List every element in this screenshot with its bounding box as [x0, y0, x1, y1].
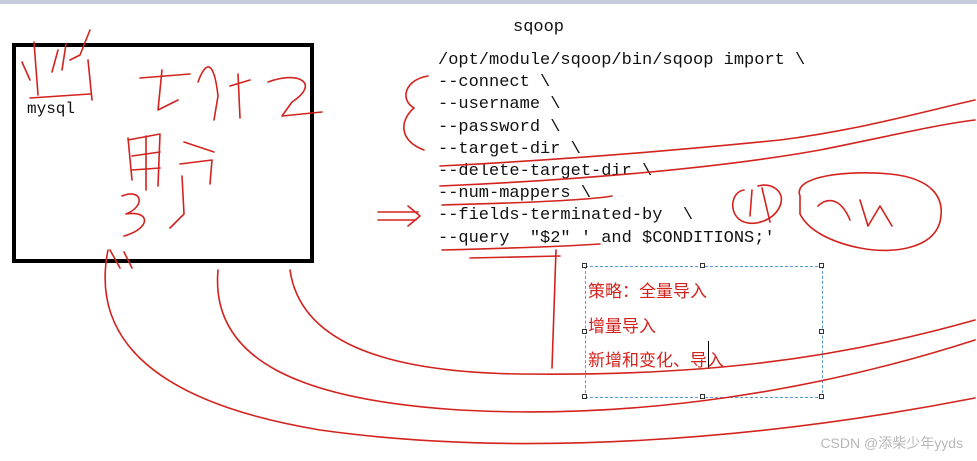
text-caret	[708, 341, 709, 369]
resize-handle-top-right[interactable]	[819, 263, 824, 268]
code-line-import: /opt/module/sqoop/bin/sqoop import \	[438, 51, 806, 70]
scribble-duo	[109, 193, 146, 269]
window-top-strip	[0, 0, 977, 4]
scribble-circle-left	[731, 184, 783, 224]
page-title: sqoop	[513, 18, 565, 37]
resize-handle-left[interactable]	[582, 329, 587, 334]
resize-handle-right[interactable]	[819, 329, 824, 334]
resize-handle-bottom-left[interactable]	[582, 394, 587, 399]
watermark: CSDN @添柴少年yyds	[820, 435, 963, 451]
code-line-password: --password \	[438, 117, 561, 137]
strategy-full-import: 策略：全量导入	[588, 282, 707, 301]
code-line-delete-target-dir: --delete-target-dir \	[438, 162, 653, 182]
mysql-source-box[interactable]	[12, 43, 314, 263]
strategy-incremental-import: 增量导入	[588, 317, 656, 336]
flow-line-outer	[104, 249, 976, 445]
underline-query	[441, 243, 601, 259]
bracket-mark	[403, 75, 429, 151]
resize-handle-bottom[interactable]	[700, 394, 705, 399]
code-line-query: --query "$2" ' and $CONDITIONS;'	[438, 228, 775, 248]
code-line-target-dir: --target-dir \	[438, 139, 581, 159]
scribble-di	[139, 66, 251, 121]
scribble-chu-top	[21, 29, 91, 96]
sqoop-command-block: /opt/module/sqoop/bin/sqoop import \ --co…	[438, 50, 805, 250]
resize-handle-top[interactable]	[700, 263, 705, 268]
flow-line-inner	[289, 269, 976, 375]
code-line-connect: --connect \	[438, 73, 551, 93]
underline-target-dir	[439, 99, 976, 167]
scribble-circle-right	[798, 172, 942, 252]
arrow-mark	[377, 205, 421, 227]
underline-delete-target-dir	[439, 119, 976, 187]
scribble-zhi	[267, 76, 323, 117]
code-line-fields-terminated-by: --fields-terminated-by \	[438, 206, 694, 226]
mysql-label: mysql	[27, 100, 76, 118]
vertical-stroke	[551, 249, 557, 369]
resize-handle-bottom-right[interactable]	[819, 394, 824, 399]
scribble-chu-bottom	[29, 59, 93, 101]
scribble-hu	[169, 141, 215, 229]
code-line-num-mappers: --num-mappers \	[438, 184, 592, 204]
flow-line-middle	[216, 269, 976, 413]
code-line-username: --username \	[438, 95, 561, 115]
resize-handle-top-left[interactable]	[582, 263, 587, 268]
strategy-new-and-changed-import: 新增和变化、导入	[588, 351, 724, 370]
scribble-yong	[127, 133, 161, 191]
underline-num-mappers	[441, 195, 613, 206]
